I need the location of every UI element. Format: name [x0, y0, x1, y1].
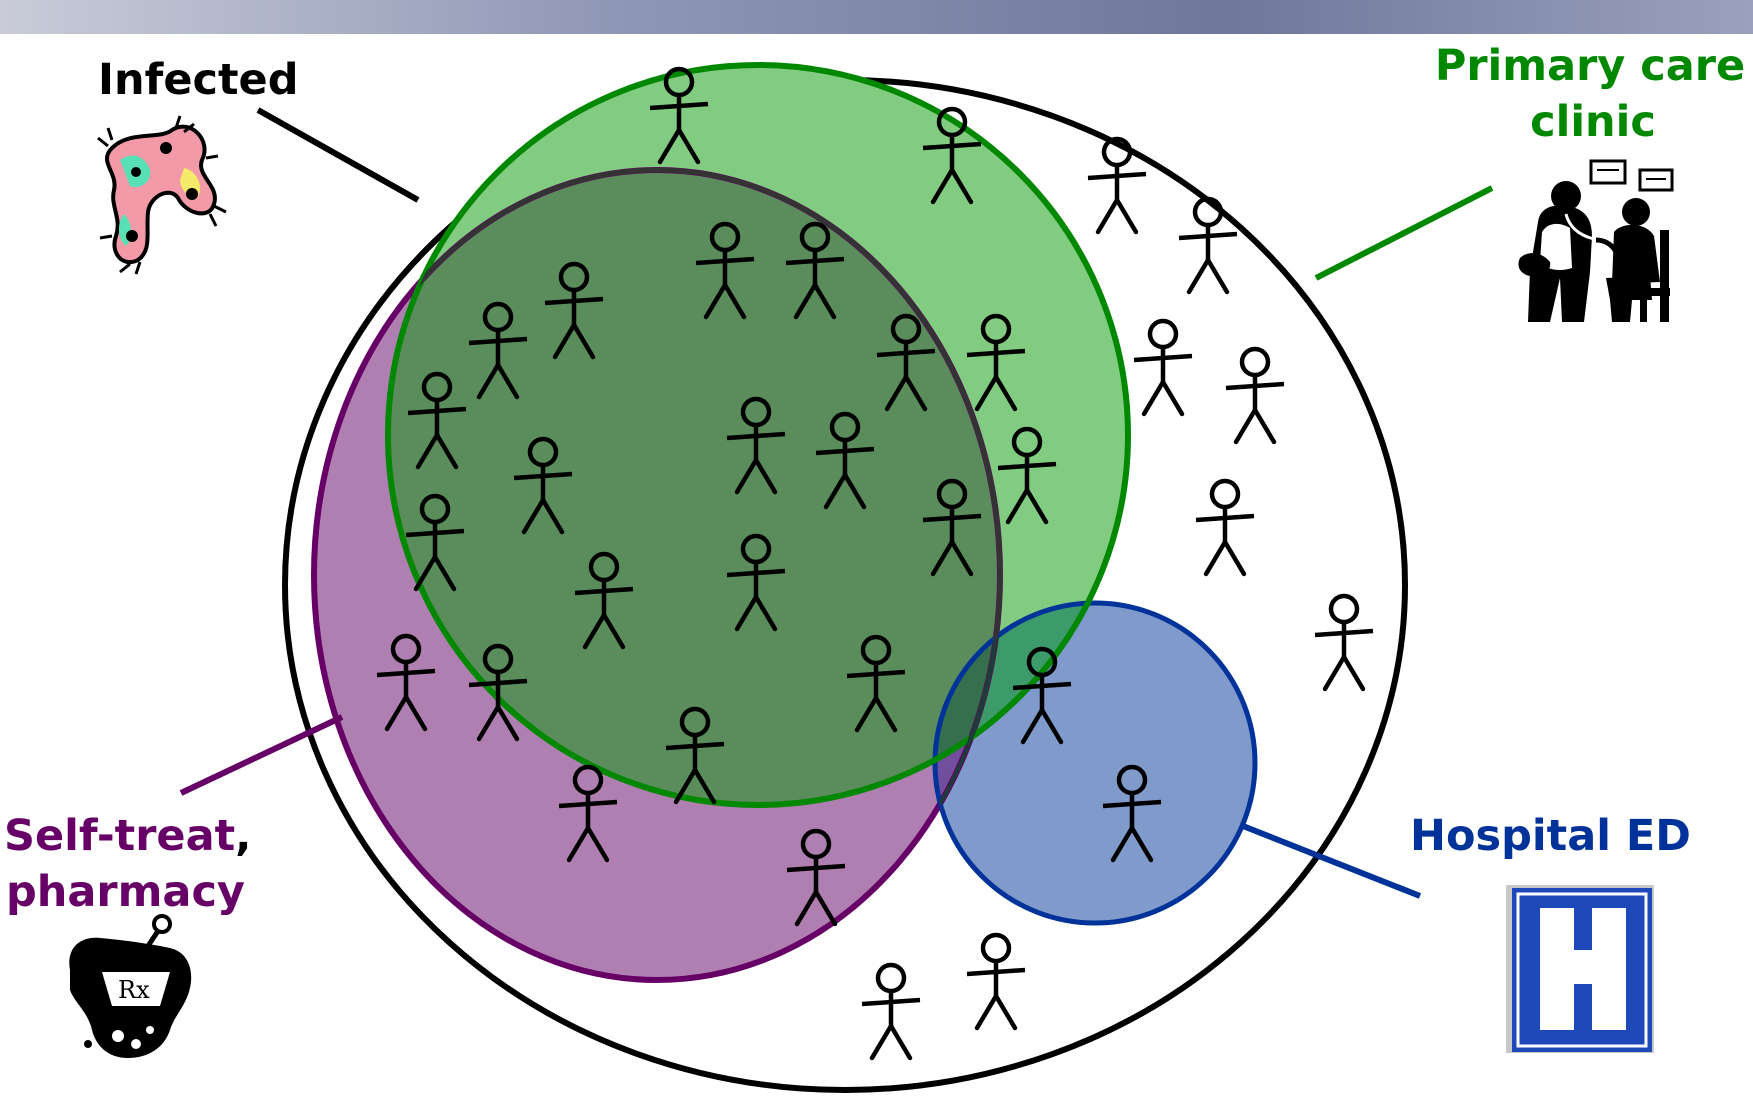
germ-icon — [98, 116, 226, 274]
infected-leader-line — [258, 110, 418, 200]
primary-care-label-line2: clinic — [1530, 97, 1656, 147]
hospital-h-sign-icon — [1506, 885, 1654, 1053]
self-treat-comma: , — [235, 811, 251, 861]
self-treat-label-line2: pharmacy — [6, 867, 245, 917]
self-treat-label-line1: Self-treat, — [4, 811, 252, 861]
infected-label: Infected — [98, 55, 298, 105]
rx-symbol: Rx — [118, 976, 150, 1004]
self-treat-text: Self-treat — [4, 811, 235, 861]
mortar-pestle-rx-icon: Rx — [69, 916, 191, 1058]
primary-care-leader-line — [1316, 188, 1492, 278]
header-banner — [0, 0, 1753, 34]
primary-care-label-line1: Primary care — [1435, 41, 1745, 91]
doctor-patient-icon — [1518, 161, 1672, 322]
hospital-ed-label: Hospital ED — [1410, 811, 1691, 861]
